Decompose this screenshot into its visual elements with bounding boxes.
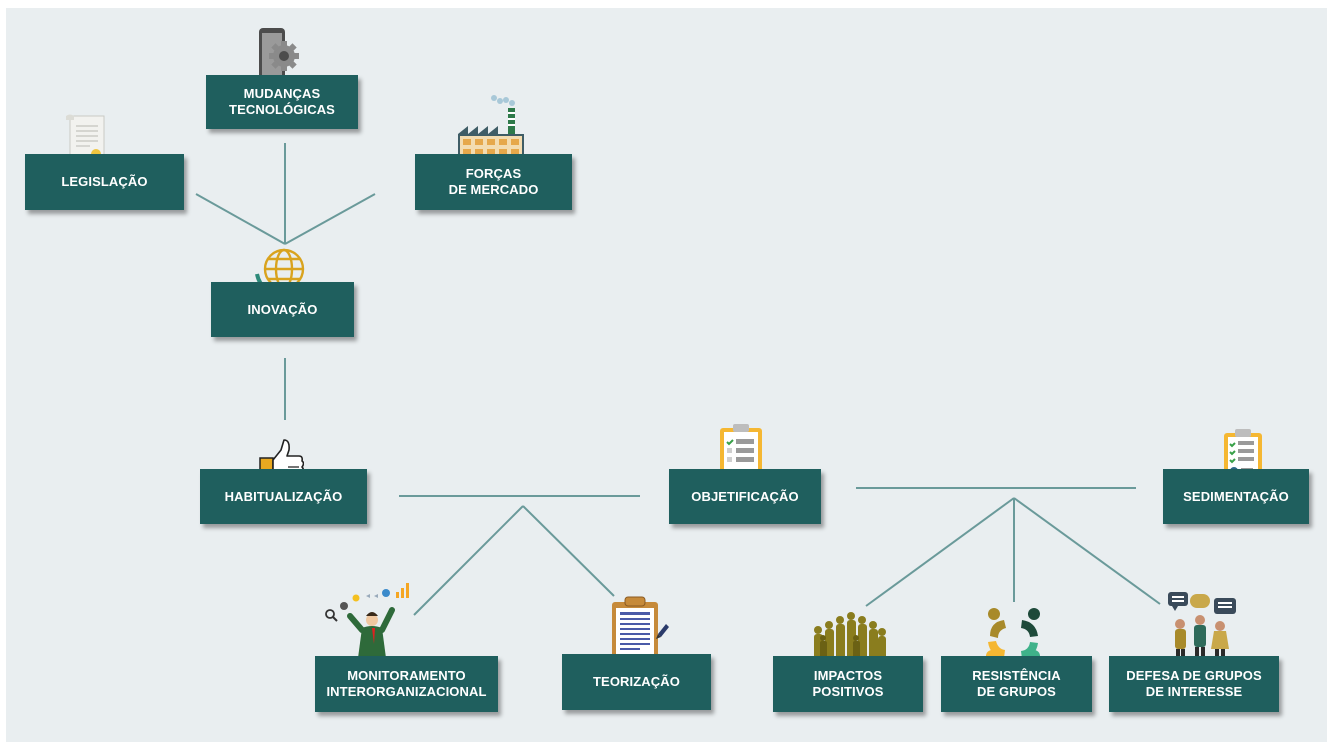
businessman-ideas-icon xyxy=(325,583,409,658)
node-inovacao: INOVAÇÃO xyxy=(211,282,354,337)
connector-forcas-inovacao xyxy=(284,193,376,245)
node-habitualizacao: HABITUALIZAÇÃO xyxy=(200,469,367,524)
factory-icon xyxy=(458,95,524,160)
connector-legislacao-inovacao xyxy=(195,193,286,245)
phone-gear-icon xyxy=(259,28,299,82)
node-impactos-positivos: IMPACTOS POSITIVOS xyxy=(773,656,923,712)
node-sedimentacao: SEDIMENTAÇÃO xyxy=(1163,469,1309,524)
node-legislacao: LEGISLAÇÃO xyxy=(25,154,184,210)
crowd-icon xyxy=(814,612,886,662)
node-mudancas-tecnologicas: MUDANÇAS TECNOLÓGICAS xyxy=(206,75,358,129)
connector-hub1-teorizacao xyxy=(522,505,615,597)
node-defesa-de-grupos-de-interesse: DEFESA DE GRUPOS DE INTERESSE xyxy=(1109,656,1279,712)
node-resistencia-de-grupos: RESISTÊNCIA DE GRUPOS xyxy=(941,656,1092,712)
clipboard-document-icon xyxy=(612,596,669,660)
node-teorizacao: TEORIZAÇÃO xyxy=(562,654,711,710)
connector-hub2-defesa xyxy=(1013,497,1161,605)
node-forcas-de-mercado: FORÇAS DE MERCADO xyxy=(415,154,572,210)
node-monitoramento-interorganizacional: MONITORAMENTO INTERORGANIZACIONAL xyxy=(315,656,498,712)
connector-hub2-impactos xyxy=(865,497,1015,607)
diagram-canvas: MUDANÇAS TECNOLÓGICAS LEGISLAÇÃO FORÇAS … xyxy=(6,8,1327,742)
clipboard-checklist-icon xyxy=(720,424,762,478)
connector-lines xyxy=(195,143,1161,616)
connector-hub1-monitoramento xyxy=(413,505,524,616)
node-objetificacao: OBJETIFICAÇÃO xyxy=(669,469,821,524)
